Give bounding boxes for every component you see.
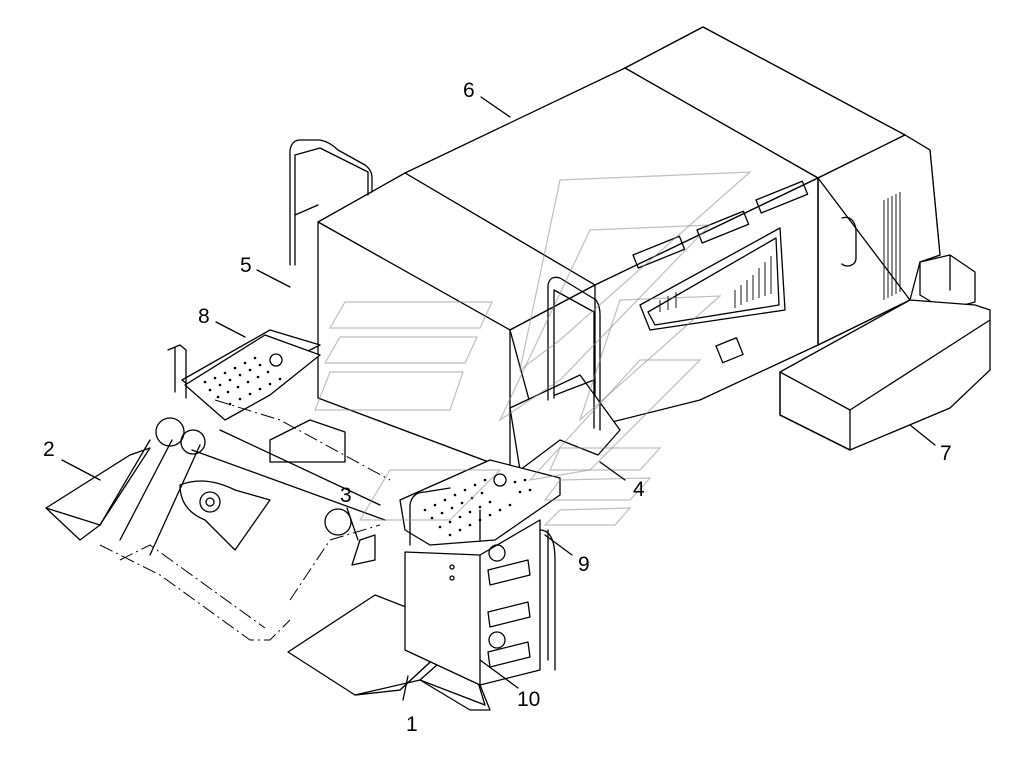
watermark-logo [314, 171, 752, 526]
callout-6: 6 [463, 79, 475, 102]
perforations-left [203, 356, 282, 406]
hopper-wing [45, 417, 386, 556]
callout-1: 1 [406, 713, 418, 736]
callout-leaders [61, 96, 936, 701]
callout-2: 2 [43, 438, 55, 461]
callout-8: 8 [198, 305, 210, 328]
callout-10: 10 [517, 688, 540, 711]
left-platform [167, 139, 373, 463]
right-platform [351, 276, 621, 686]
engine-hood [317, 26, 976, 471]
callout-3: 3 [340, 484, 352, 507]
perforations-right [423, 478, 532, 537]
callout-7: 7 [940, 442, 952, 465]
callout-labels: 1 2 3 4 5 6 7 8 9 10 [43, 79, 952, 736]
callout-5: 5 [240, 254, 252, 277]
rear-block [779, 299, 991, 451]
callout-4: 4 [633, 478, 645, 501]
ladder-steps [487, 559, 531, 668]
callout-9: 9 [578, 553, 590, 576]
conveyor-outline [99, 399, 391, 641]
